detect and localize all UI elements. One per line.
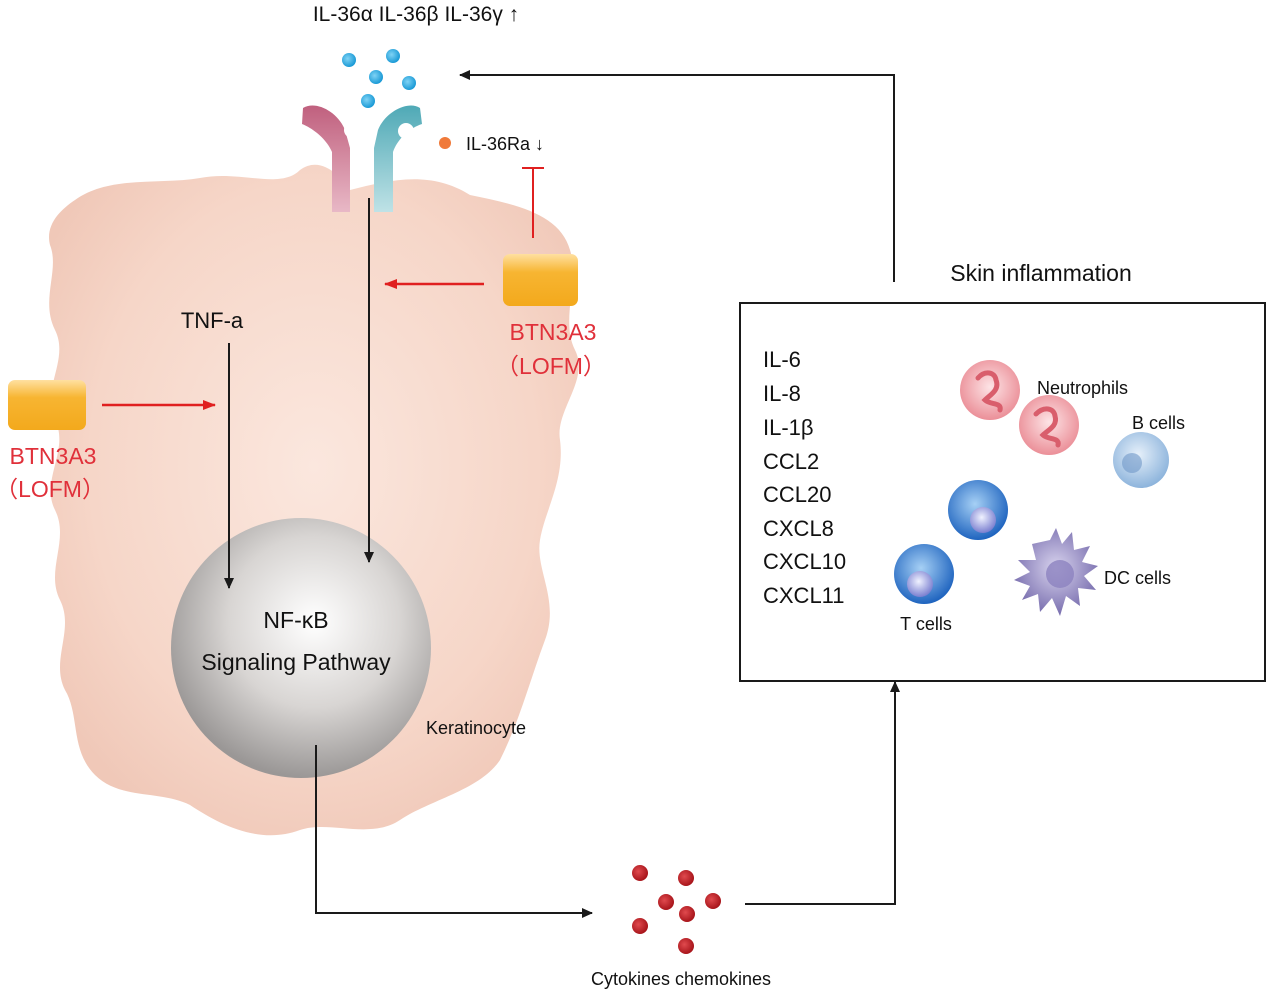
feedback-arrow — [459, 70, 895, 282]
nfkb-subtitle: Signaling Pathway — [201, 649, 391, 675]
mediator-item: CCL20 — [763, 482, 831, 507]
cytokine-dot — [632, 865, 648, 881]
mediator-item: IL-6 — [763, 347, 801, 372]
cytokine-cluster — [632, 865, 721, 954]
cytokine-dot — [678, 870, 694, 886]
receptor-right-chain — [374, 105, 422, 212]
btn3a3-left-name: BTN3A3 — [10, 443, 97, 469]
mediator-item: CXCL8 — [763, 516, 834, 541]
mediator-item: CCL2 — [763, 449, 819, 474]
b-cell — [1113, 432, 1169, 488]
il36ra-dot — [439, 137, 451, 149]
skin-inflammation-title: Skin inflammation — [950, 260, 1132, 286]
nfkb-title: NF-κB — [263, 607, 328, 633]
mediator-list: IL-6 IL-8 IL-1β CCL2 CCL20 CXCL8 CXCL10 … — [763, 347, 846, 608]
receptor-left-chain — [302, 105, 350, 212]
nucleus-to-cytokines-arrow — [315, 745, 593, 918]
mediator-item: CXCL10 — [763, 549, 846, 574]
mediator-item: IL-1β — [763, 415, 814, 440]
neutrophils-label: Neutrophils — [1037, 378, 1128, 398]
dc-cells-label: DC cells — [1104, 568, 1171, 588]
btn3a3-right-box — [503, 254, 578, 306]
inhibition-marker — [522, 167, 544, 238]
btn3a3-right-name: BTN3A3 — [510, 319, 597, 345]
il36-ligands — [342, 49, 416, 108]
neutrophil-cell — [960, 360, 1020, 420]
mediator-item: IL-8 — [763, 381, 801, 406]
mediator-item: CXCL11 — [763, 583, 845, 608]
receptor-right-binding-site — [398, 123, 414, 139]
btn3a3-left-variant: （LOFM） — [0, 476, 105, 502]
cytokine-dot — [658, 894, 674, 910]
keratinocyte-label: Keratinocyte — [426, 718, 526, 738]
il36-receptor-complex — [302, 105, 422, 212]
nfkb-nucleus — [171, 518, 431, 778]
tnf-label: TNF-a — [181, 308, 244, 333]
dc-cell — [1014, 528, 1098, 616]
t-cell — [948, 480, 1008, 540]
ligand-dot — [402, 76, 416, 90]
cytokine-dot — [678, 938, 694, 954]
ligand-dot — [342, 53, 356, 67]
cytokine-dot — [679, 906, 695, 922]
receptor-left-binding-site — [344, 122, 360, 138]
t-cells-label: T cells — [900, 614, 952, 634]
t-cell — [894, 544, 954, 604]
ligand-label: IL-36α IL-36β IL-36γ ↑ — [313, 3, 519, 26]
b-cells-label: B cells — [1132, 413, 1185, 433]
il36ra-label: IL-36Ra ↓ — [466, 134, 544, 154]
neutrophil-cell — [1019, 395, 1079, 455]
cytokines-to-inflammation-arrow — [745, 681, 900, 905]
ligand-dot — [386, 49, 400, 63]
ligand-dot — [369, 70, 383, 84]
cytokine-dot — [632, 918, 648, 934]
ligand-dot — [361, 94, 375, 108]
cytokine-dot — [705, 893, 721, 909]
btn3a3-right-variant: （LOFM） — [496, 353, 606, 379]
btn3a3-left-box — [8, 380, 86, 430]
cytokines-label: Cytokines chemokines — [591, 969, 771, 989]
